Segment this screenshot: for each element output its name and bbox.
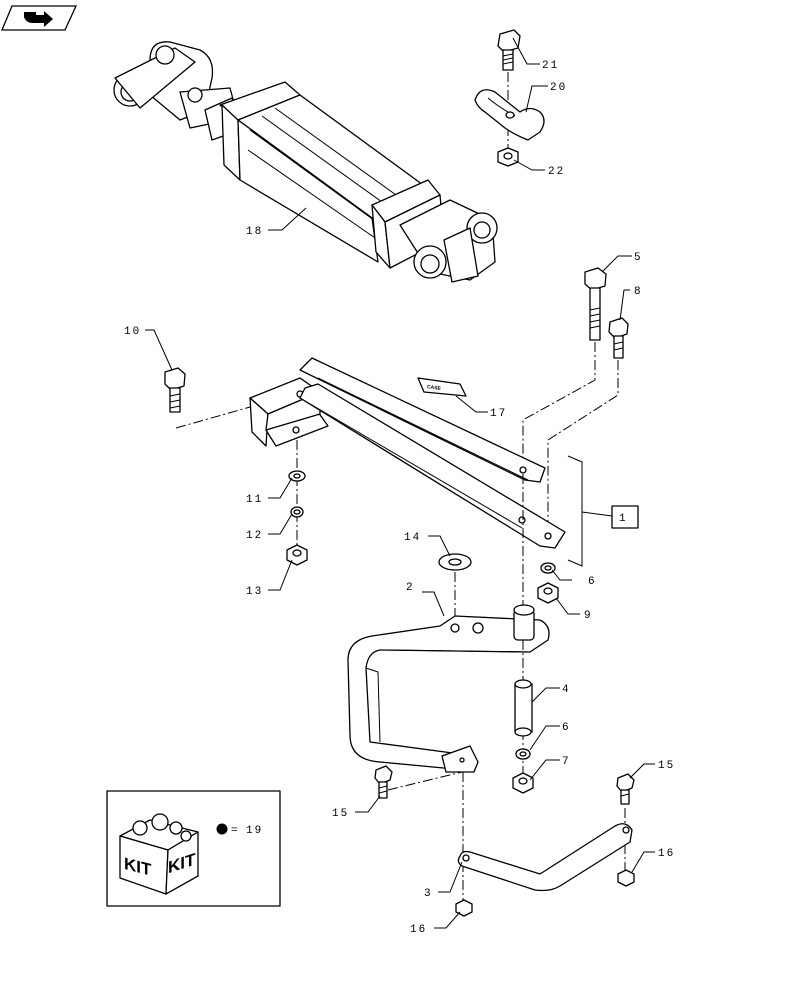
decal-17: CASE — [417, 377, 467, 397]
bracket-assembly — [249, 357, 566, 549]
kit-marker-dot-icon — [216, 823, 228, 835]
kit-equals: = — [231, 825, 240, 837]
nut-7 — [512, 772, 534, 794]
callout-labels: 1 2 3 4 5 6 6 7 8 9 10 11 12 13 14 15 15… — [124, 60, 675, 936]
callout-6a: 6 — [588, 576, 597, 588]
nut-13 — [286, 544, 308, 566]
callout-15a: 15 — [332, 808, 349, 820]
callout-5: 5 — [634, 252, 643, 264]
callout-18: 18 — [246, 226, 263, 238]
callout-10: 10 — [124, 326, 141, 338]
assembly-callout-box — [611, 505, 639, 529]
callout-1: 1 — [619, 513, 628, 525]
callout-22: 22 — [548, 166, 565, 178]
callout-leaders — [145, 37, 655, 929]
clamp-20 — [474, 89, 545, 141]
callout-7: 7 — [562, 756, 571, 768]
nut-16b — [617, 869, 635, 887]
hydraulic-cylinder — [113, 41, 498, 283]
callout-11: 11 — [246, 494, 263, 506]
callout-16b: 16 — [410, 924, 427, 936]
clamp-bolt-21 — [497, 29, 521, 71]
back-arrow-icon[interactable] — [1, 5, 78, 31]
bolt-8 — [608, 317, 629, 359]
callout-16a: 16 — [658, 848, 675, 860]
decal-text: CASE — [427, 384, 442, 392]
washer-11 — [288, 470, 306, 482]
nut-22 — [497, 147, 519, 167]
bolt-15b — [616, 773, 635, 805]
link-3 — [457, 823, 633, 892]
callout-13: 13 — [246, 586, 263, 598]
assembly-bracket-line — [567, 455, 583, 567]
callout-8: 8 — [634, 286, 643, 298]
callout-21: 21 — [542, 60, 559, 72]
callout-15b: 15 — [658, 760, 675, 772]
callout-2: 2 — [406, 582, 415, 594]
lock-washer-12 — [290, 506, 304, 518]
callout-3: 3 — [424, 888, 433, 900]
callout-9: 9 — [584, 610, 593, 622]
callout-17: 17 — [490, 408, 507, 420]
lock-washer-6a — [540, 562, 556, 574]
bolt-5 — [584, 267, 607, 341]
kit-legend: KIT KIT = 19 — [106, 790, 281, 907]
washer-14 — [438, 553, 472, 571]
spacer-4 — [514, 679, 533, 737]
lock-washer-6b — [515, 748, 531, 760]
bolt-15a — [374, 765, 393, 799]
bolt-10 — [164, 367, 186, 413]
kit-ref: 19 — [246, 825, 263, 837]
callout-12: 12 — [246, 530, 263, 542]
callout-4: 4 — [562, 684, 571, 696]
nut-9 — [537, 582, 559, 604]
callout-20: 20 — [550, 82, 567, 94]
callout-14: 14 — [404, 532, 421, 544]
pedal-arm-2 — [347, 604, 550, 773]
callout-6b: 6 — [562, 722, 571, 734]
